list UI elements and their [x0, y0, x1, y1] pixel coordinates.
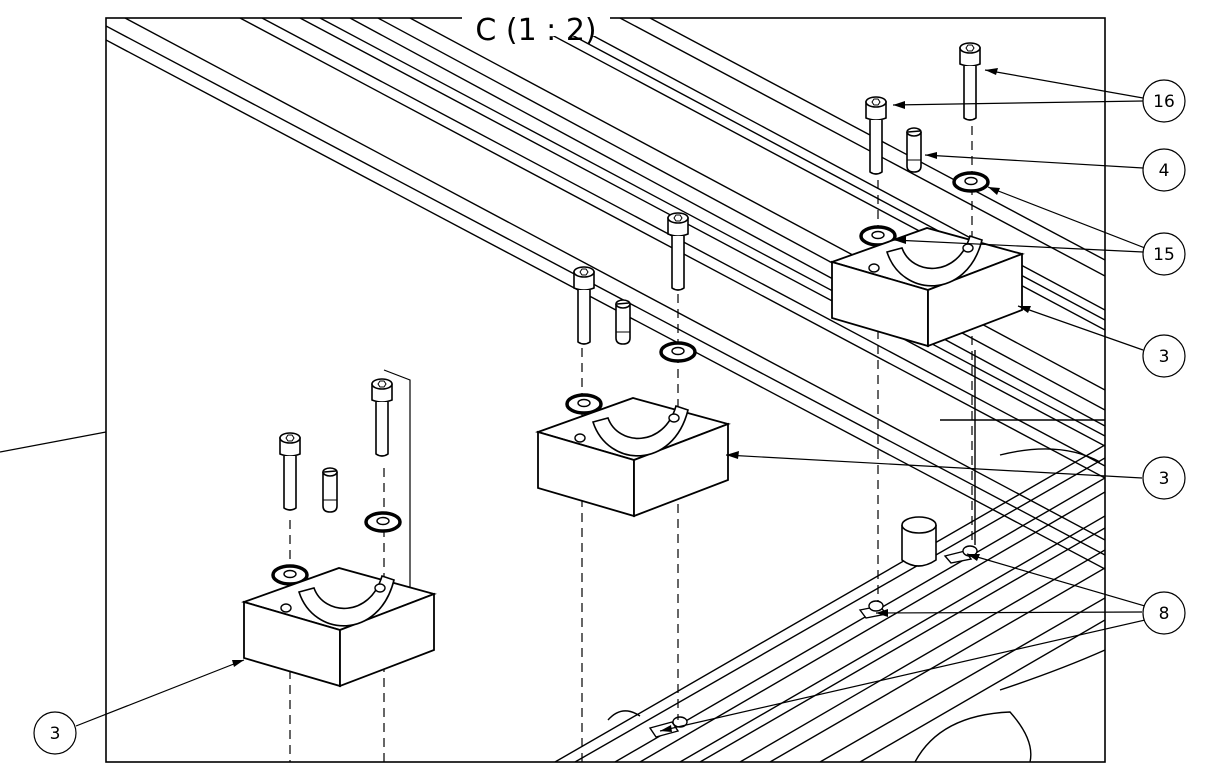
clamp-group-right	[831, 42, 1023, 347]
leader-lines	[75, 68, 1146, 732]
balloon-3-right: 3	[1142, 334, 1186, 378]
clamp-block-middle	[537, 397, 729, 517]
balloon-15-label: 15	[1153, 245, 1175, 265]
clamp-group-left	[243, 378, 435, 687]
balloon-3-right-label: 3	[1159, 347, 1170, 367]
balloon-8-label: 8	[1159, 604, 1170, 624]
rail-profiles	[106, 18, 1105, 762]
balloon-4-label: 4	[1159, 161, 1170, 181]
balloon-3-middle: 3	[1142, 456, 1186, 500]
balloon-16: 16	[1142, 79, 1186, 123]
balloon-16-label: 16	[1153, 92, 1175, 112]
detail-leader-line	[0, 431, 107, 453]
balloon-15: 15	[1142, 232, 1186, 276]
balloon-3-left: 3	[33, 711, 77, 755]
clamp-group-middle	[537, 212, 729, 517]
view-title-background	[462, 6, 610, 36]
clamp-block-right	[831, 227, 1023, 347]
balloon-3-left-label: 3	[50, 724, 61, 744]
clamp-block-left	[243, 567, 435, 687]
balloon-8: 8	[1142, 591, 1186, 635]
view-title: C (1 : 2)	[475, 13, 596, 48]
balloon-3-middle-label: 3	[1159, 469, 1170, 489]
balloon-4: 4	[1142, 148, 1186, 192]
